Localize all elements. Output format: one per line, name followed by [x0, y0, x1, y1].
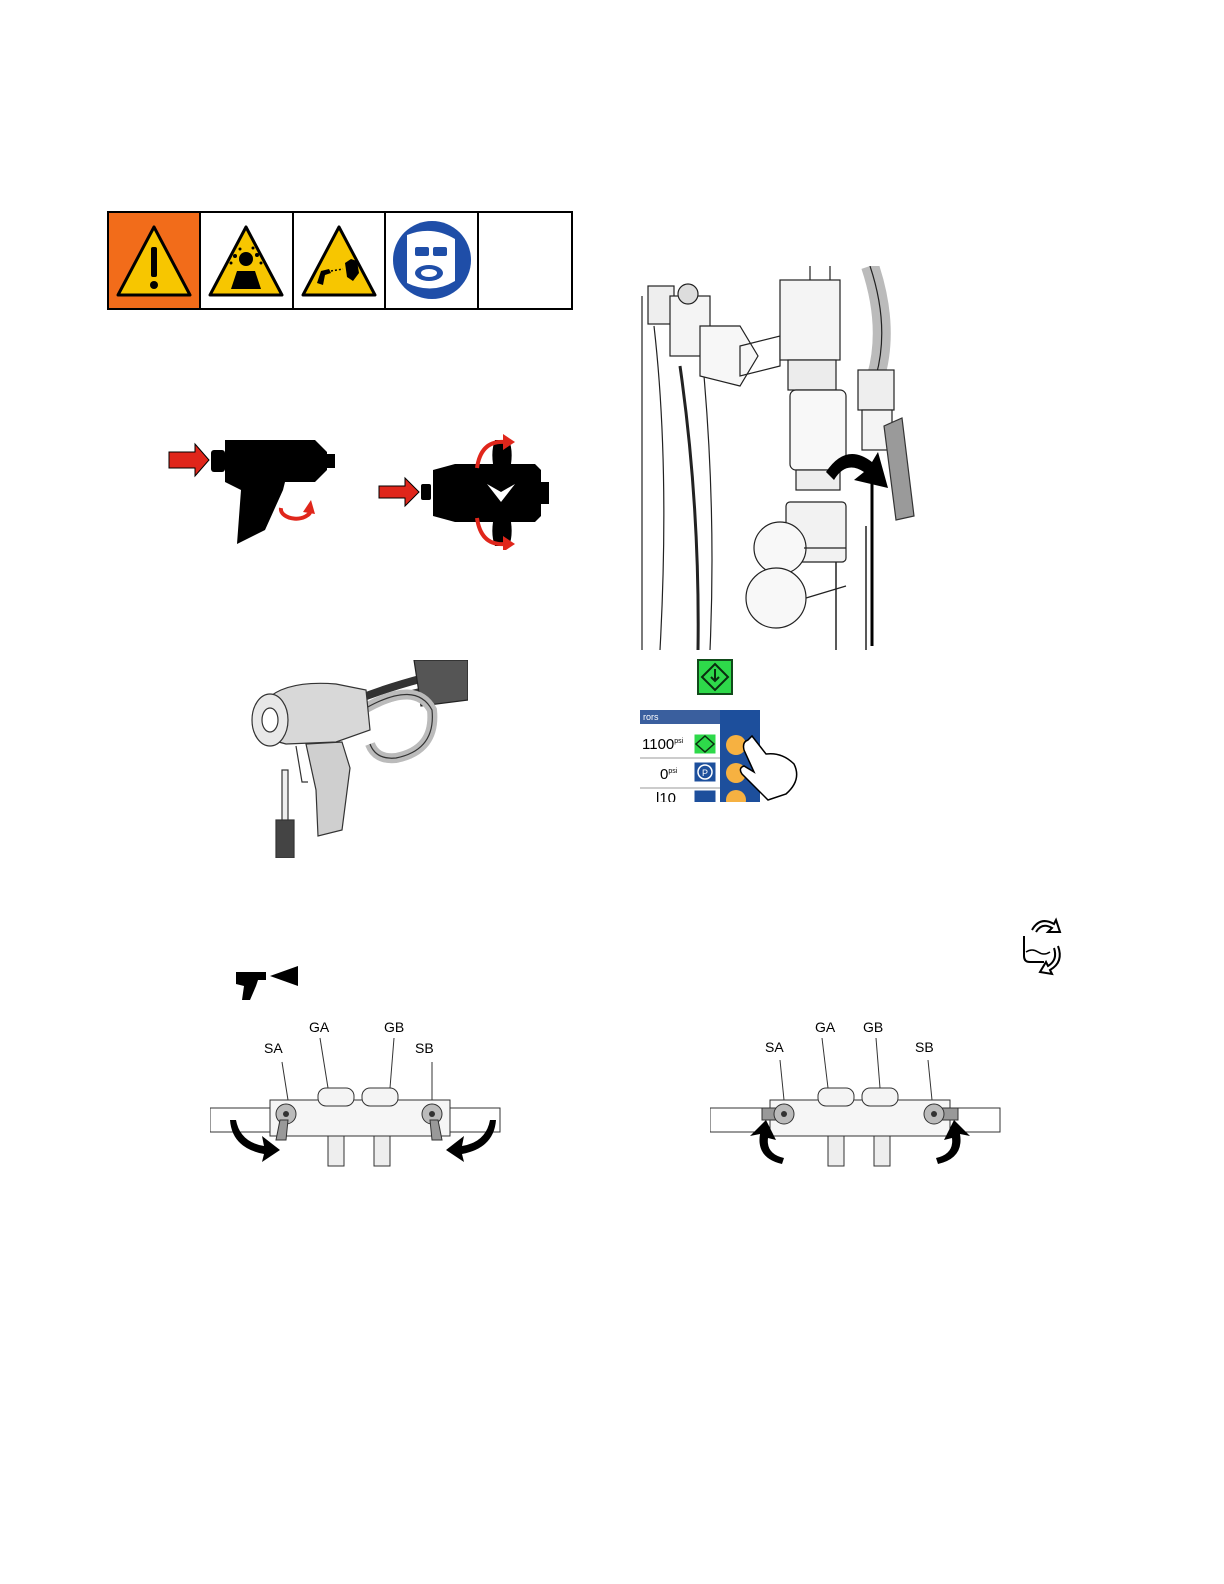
rotate-arrow-icon [281, 500, 315, 519]
pressure-a-value: 1100 [642, 736, 674, 753]
pressure-a-unit: psi [674, 738, 683, 745]
label-sb: SB [915, 1039, 934, 1055]
label-gb: GB [384, 1019, 404, 1035]
pressure-b-readout: 0psi [660, 763, 677, 784]
third-readout-value: l10 [656, 790, 676, 802]
fluid-manifold-diagram-closed: GA GB SA SB [210, 1016, 510, 1176]
label-sb: SB [415, 1040, 434, 1056]
spray-gun-top-view-icon [421, 440, 549, 546]
svg-text:P: P [702, 768, 708, 778]
third-readout: l10 [656, 790, 696, 802]
fluid-manifold-diagram-open: GA GB SA SB [710, 1016, 1010, 1176]
gun-cleaning-illustration [246, 660, 468, 858]
label-ga: GA [815, 1019, 836, 1035]
eye-protection-required-icon [393, 221, 471, 299]
gun-trigger-lock-diagram [165, 430, 565, 550]
motor-start-icon [697, 659, 733, 695]
pressure-b-unit: psi [668, 768, 677, 775]
warning-exclamation-icon [109, 213, 199, 308]
label-ga: GA [309, 1019, 330, 1035]
label-sa: SA [765, 1039, 784, 1055]
spray-gun-icon [211, 440, 335, 544]
recirculate-flush-icon [1018, 916, 1068, 976]
pressure-a-readout: 1100psi [642, 733, 683, 754]
panel-header-text: rors [640, 710, 703, 724]
pump-inlet-valve-illustration [640, 266, 920, 650]
label-sa: SA [264, 1040, 283, 1056]
warning-symbol-strip [107, 211, 573, 310]
label-gb: GB [863, 1019, 883, 1035]
spray-mode-icon [236, 966, 300, 1002]
